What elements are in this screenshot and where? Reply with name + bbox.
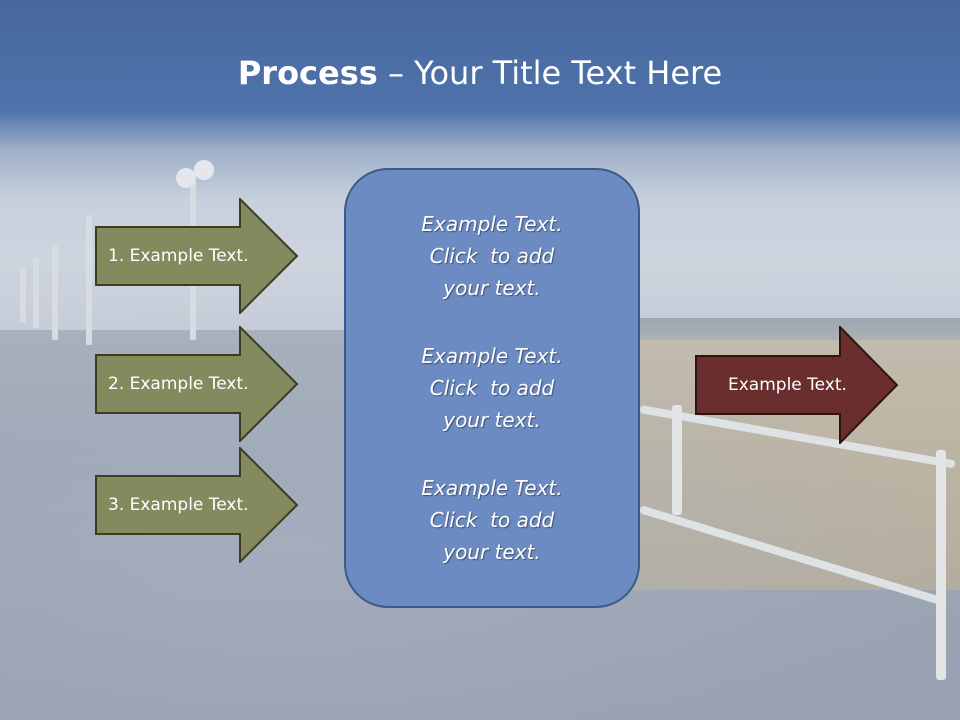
text-line: your text. xyxy=(443,276,541,300)
lamp-post xyxy=(52,245,58,340)
center-text-block-3[interactable]: Example Text. Click to add your text. xyxy=(346,472,638,568)
left-arrow-1[interactable]: 1. Example Text. xyxy=(95,198,299,314)
text-line: Example Text. xyxy=(421,476,563,500)
lamp-post xyxy=(86,215,92,345)
lamp-globe xyxy=(176,168,196,188)
railing-post xyxy=(672,405,682,515)
text-line: your text. xyxy=(443,408,541,432)
arrow-right-shape xyxy=(695,326,899,444)
arrow-right-shape xyxy=(95,326,299,442)
left-arrow-2-label: 2. Example Text. xyxy=(108,374,249,394)
title-bold: Process xyxy=(237,54,378,92)
lamp-globe xyxy=(194,160,214,180)
lamp-post xyxy=(33,258,39,328)
right-arrow-label: Example Text. xyxy=(728,375,847,395)
text-line: Example Text. xyxy=(421,344,563,368)
title-bar: Process – Your Title Text Here xyxy=(0,28,960,118)
slide-title[interactable]: Process – Your Title Text Here xyxy=(238,54,722,92)
text-line: Click to add xyxy=(429,508,555,532)
left-arrow-3-label: 3. Example Text. xyxy=(108,495,249,515)
left-arrow-1-label: 1. Example Text. xyxy=(108,246,249,266)
center-text-block-1[interactable]: Example Text. Click to add your text. xyxy=(346,208,638,304)
text-line: Example Text. xyxy=(421,212,563,236)
right-arrow[interactable]: Example Text. xyxy=(695,326,899,444)
left-arrow-3[interactable]: 3. Example Text. xyxy=(95,447,299,563)
text-line: Click to add xyxy=(429,244,555,268)
arrow-right-shape xyxy=(95,198,299,314)
lamp-post xyxy=(20,268,26,323)
center-text-block-2[interactable]: Example Text. Click to add your text. xyxy=(346,340,638,436)
text-line: Click to add xyxy=(429,376,555,400)
title-rest: – Your Title Text Here xyxy=(377,54,723,92)
text-line: your text. xyxy=(443,540,541,564)
left-arrow-2[interactable]: 2. Example Text. xyxy=(95,326,299,442)
arrow-right-shape xyxy=(95,447,299,563)
railing-post xyxy=(936,450,946,680)
center-content-box[interactable]: Example Text. Click to add your text. Ex… xyxy=(344,168,640,608)
